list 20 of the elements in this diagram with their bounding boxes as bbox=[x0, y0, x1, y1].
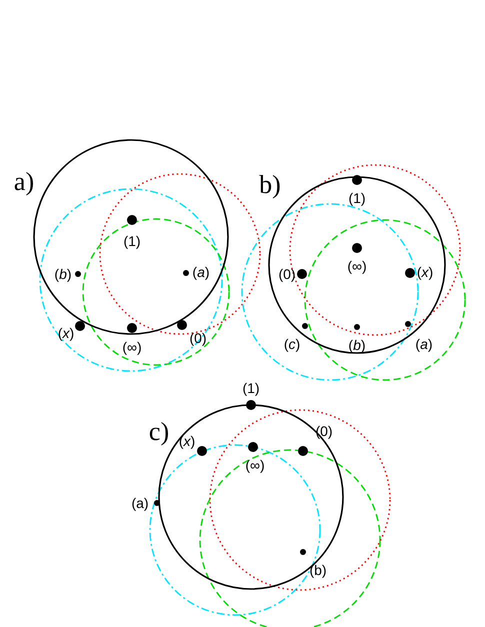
point-label: (1) bbox=[242, 381, 260, 395]
point-label: (0) bbox=[315, 424, 333, 438]
point-label: (∞) bbox=[347, 259, 367, 273]
point-label: (∞) bbox=[245, 458, 265, 472]
point-label: (0) bbox=[189, 331, 207, 345]
point-label: (∞) bbox=[122, 340, 142, 354]
panel-label: a) bbox=[14, 169, 34, 195]
panel-label: c) bbox=[148, 419, 170, 445]
point-label: (c) bbox=[284, 337, 300, 351]
point-label: (0) bbox=[278, 267, 296, 281]
point-label: (a) bbox=[131, 496, 149, 510]
point-label: (x) bbox=[416, 265, 434, 279]
panel-label: b) bbox=[259, 172, 281, 198]
point-label: (1) bbox=[348, 191, 366, 205]
point-label: (x) bbox=[58, 326, 74, 340]
point-label: (1) bbox=[123, 234, 141, 248]
point-label: (a) bbox=[415, 337, 433, 351]
point-label: (b) bbox=[309, 563, 327, 577]
point-label: (b) bbox=[54, 267, 72, 281]
point-label: (a) bbox=[192, 265, 210, 279]
